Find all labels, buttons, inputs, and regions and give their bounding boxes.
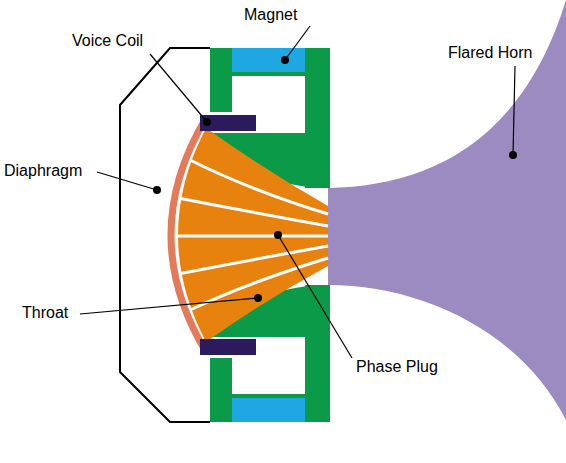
voice-coil xyxy=(200,339,256,355)
part-label: Magnet xyxy=(244,6,297,24)
part-label: Flared Horn xyxy=(448,44,532,62)
part-label: Voice Coil xyxy=(72,32,143,50)
part-label: Phase Plug xyxy=(356,358,438,376)
phase-plug-channels xyxy=(175,160,328,310)
flared-horn xyxy=(328,0,566,420)
leader-dots xyxy=(153,56,517,302)
magnet xyxy=(232,48,305,72)
part-label: Diaphragm xyxy=(4,162,82,180)
pole-plate xyxy=(210,48,232,112)
pole-plate xyxy=(232,394,305,398)
pole-plate xyxy=(210,358,232,422)
diaphragm xyxy=(171,118,206,352)
part-label: Throat xyxy=(22,304,68,322)
voice-coil xyxy=(200,115,256,131)
magnet xyxy=(232,398,305,422)
pole-plate xyxy=(232,72,305,76)
leader-lines xyxy=(80,26,515,358)
